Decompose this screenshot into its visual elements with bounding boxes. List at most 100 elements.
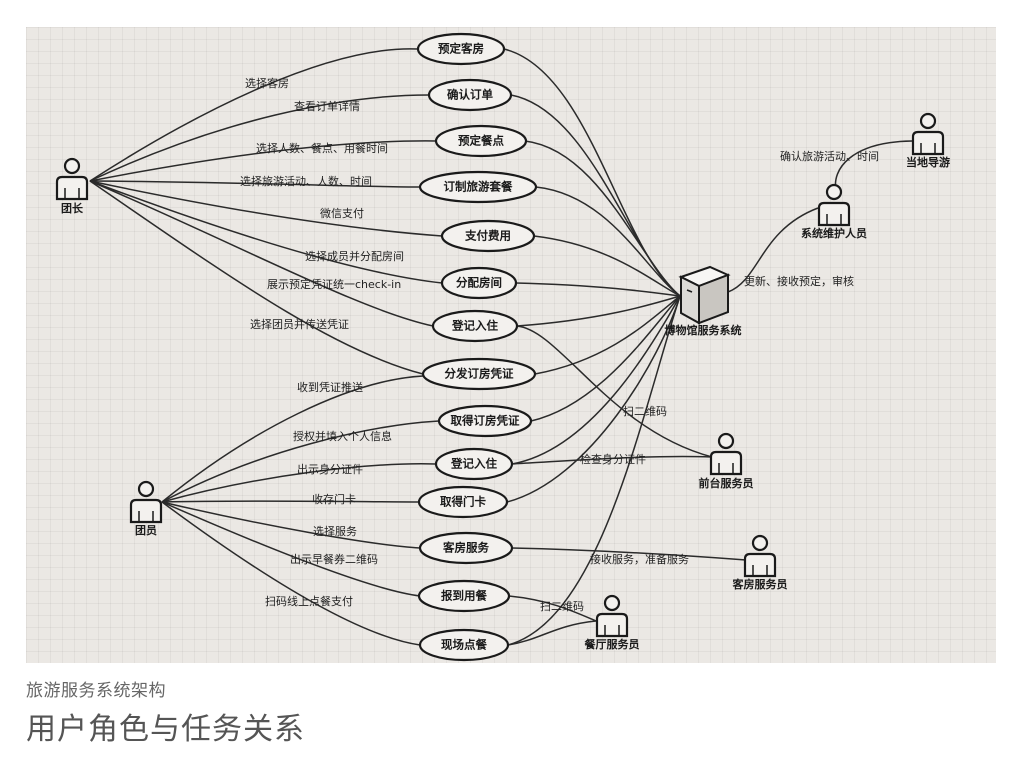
actor-front-desk-label: 前台服务员 [699, 476, 754, 490]
edge-sys-assign-room [515, 282, 681, 297]
edge-leader-checkin [89, 180, 434, 327]
edge-checkin-frontdesk [516, 325, 713, 458]
svg-text:订制旅游套餐: 订制旅游套餐 [444, 180, 513, 194]
use-case-book-room: 预定客房 [416, 32, 506, 66]
edge-member-check-meal [161, 501, 421, 597]
label-breakfast-qr: 出示早餐券二维码 [290, 552, 378, 566]
label-select-activity: 选择旅游活动、人数、时间 [240, 174, 372, 188]
label-receive-voucher: 收到凭证推送 [297, 380, 363, 394]
edge-sys-book-room [503, 48, 681, 297]
caption-title: 用户角色与任务关系 [26, 712, 305, 747]
edge-leader-book-room [89, 48, 419, 182]
use-case-pay: 支付费用 [440, 219, 536, 253]
use-case-checkin: 登记入住 [431, 309, 519, 343]
label-select-room: 选择客房 [245, 76, 289, 90]
actor-member: 团员 [129, 480, 163, 537]
use-case-distribute-voucher: 分发订房凭证 [421, 357, 537, 391]
label-send-voucher: 选择团员并传送凭证 [250, 317, 349, 331]
use-case-book-meal: 预定餐点 [434, 124, 528, 158]
edge-leader-pay [89, 180, 443, 237]
edge-member-distribute [161, 375, 424, 503]
actor-member-label: 团员 [135, 524, 157, 537]
use-case-get-card: 取得门卡 [417, 485, 509, 519]
label-scan-order-pay: 扫码线上点餐支付 [265, 594, 353, 608]
edge-sys-checkin [516, 295, 681, 327]
edge-roomservice-staff [511, 547, 747, 561]
edge-checkin2-frontdesk [511, 455, 713, 465]
label-guide-link: 确认旅游活动、时间 [780, 149, 879, 163]
use-case-get-voucher: 取得订房凭证 [437, 404, 533, 438]
edge-maintainer-guide [834, 140, 913, 191]
actor-maintainer: 系统维护人员 [801, 183, 867, 240]
svg-text:预定客房: 预定客房 [438, 42, 484, 56]
edge-member-get-voucher [161, 420, 440, 503]
use-case-check-meal: 报到用餐 [417, 579, 511, 613]
use-case-confirm-order: 确认订单 [427, 78, 513, 112]
edge-labels: 选择客房 查看订单详情 选择人数、餐点、用餐时间 选择旅游活动、人数、时间 微信… [240, 76, 879, 613]
edge-sys-pay [533, 235, 681, 297]
svg-text:分配房间: 分配房间 [456, 276, 502, 290]
use-case-checkin-member: 登记入住 [434, 447, 514, 481]
actor-guide-label: 当地导游 [906, 155, 950, 169]
label-maintainer-link: 更新、接收预定，审核 [744, 274, 854, 288]
edges [89, 48, 913, 646]
edge-meal-restaurant [508, 595, 597, 622]
use-case-custom-package: 订制旅游套餐 [418, 170, 538, 204]
caption-subtitle: 旅游服务系统架构 [26, 681, 166, 701]
label-meal-scan: 扫二维码 [540, 600, 584, 613]
edge-member-room-service [161, 501, 421, 549]
edge-leader-assign-room [89, 180, 443, 284]
edge-leader-confirm-order [89, 94, 430, 182]
edge-leader-distribute [89, 180, 424, 375]
actor-restaurant: 餐厅服务员 [584, 594, 640, 651]
actor-restaurant-label: 餐厅服务员 [584, 637, 640, 651]
actors: 团长 团员 当地导游 系统维护人员 前台服务员 [55, 112, 950, 651]
edge-sys-meal [507, 295, 681, 646]
actor-leader-label: 团长 [61, 201, 84, 215]
label-view-order: 查看订单详情 [294, 99, 360, 113]
svg-text:取得门卡: 取得门卡 [440, 495, 486, 509]
svg-text:确认订单: 确认订单 [447, 88, 493, 102]
label-keep-card: 收存门卡 [312, 492, 356, 506]
system-label: 博物馆服务系统 [665, 323, 742, 337]
svg-text:分发订房凭证: 分发订房凭证 [445, 367, 514, 381]
edge-sys-get-card [506, 295, 681, 503]
actor-guide: 当地导游 [906, 112, 950, 169]
edge-member-checkin2 [161, 463, 437, 503]
edge-leader-custom-package [89, 180, 421, 188]
label-assign-members: 选择成员并分配房间 [305, 249, 404, 263]
svg-text:现场点餐: 现场点餐 [441, 638, 487, 652]
edge-leader-book-meal [89, 140, 437, 182]
use-case-order-onsite: 现场点餐 [418, 628, 510, 662]
svg-text:取得订房凭证: 取得订房凭证 [451, 414, 520, 428]
label-show-id: 出示身分证件 [297, 462, 363, 476]
edge-sys-checkin2 [511, 295, 681, 465]
edge-sys-book-meal [524, 140, 681, 297]
edge-sys-get-voucher [530, 295, 681, 422]
label-show-voucher: 展示预定凭证统一check-in [267, 277, 401, 291]
use-cases: 预定客房 确认订单 预定餐点 订制旅游套餐 支付费用 分配房间 登记入住 分发订… [416, 32, 538, 662]
edge-sys-custom-package [535, 186, 681, 297]
use-case-assign-room: 分配房间 [440, 266, 518, 300]
svg-text:支付费用: 支付费用 [464, 229, 511, 243]
label-select-meal: 选择人数、餐点、用餐时间 [256, 141, 388, 155]
label-id-check: 检查身分证件 [580, 452, 646, 466]
actor-maintainer-label: 系统维护人员 [801, 226, 867, 240]
edge-member-get-card [161, 500, 421, 503]
label-room-service-link: 接收服务，准备服务 [590, 552, 689, 566]
use-case-room-service: 客房服务 [418, 531, 514, 565]
actor-leader: 团长 [55, 157, 89, 215]
svg-text:报到用餐: 报到用餐 [441, 589, 487, 603]
actor-room-service-label: 客房服务员 [732, 577, 788, 591]
actor-room-service: 客房服务员 [732, 534, 788, 591]
label-authorize-info: 授权并填入个人信息 [293, 429, 392, 443]
label-select-service: 选择服务 [313, 524, 357, 538]
edge-sys-maintainer [727, 207, 819, 293]
svg-text:登记入住: 登记入住 [451, 319, 498, 333]
label-wechat-pay: 微信支付 [320, 206, 364, 220]
actor-front-desk: 前台服务员 [699, 432, 754, 490]
svg-text:登记入住: 登记入住 [450, 457, 497, 471]
label-checkin-scan: 扫二维码 [623, 405, 667, 418]
system-server: 博物馆服务系统 [665, 265, 742, 337]
